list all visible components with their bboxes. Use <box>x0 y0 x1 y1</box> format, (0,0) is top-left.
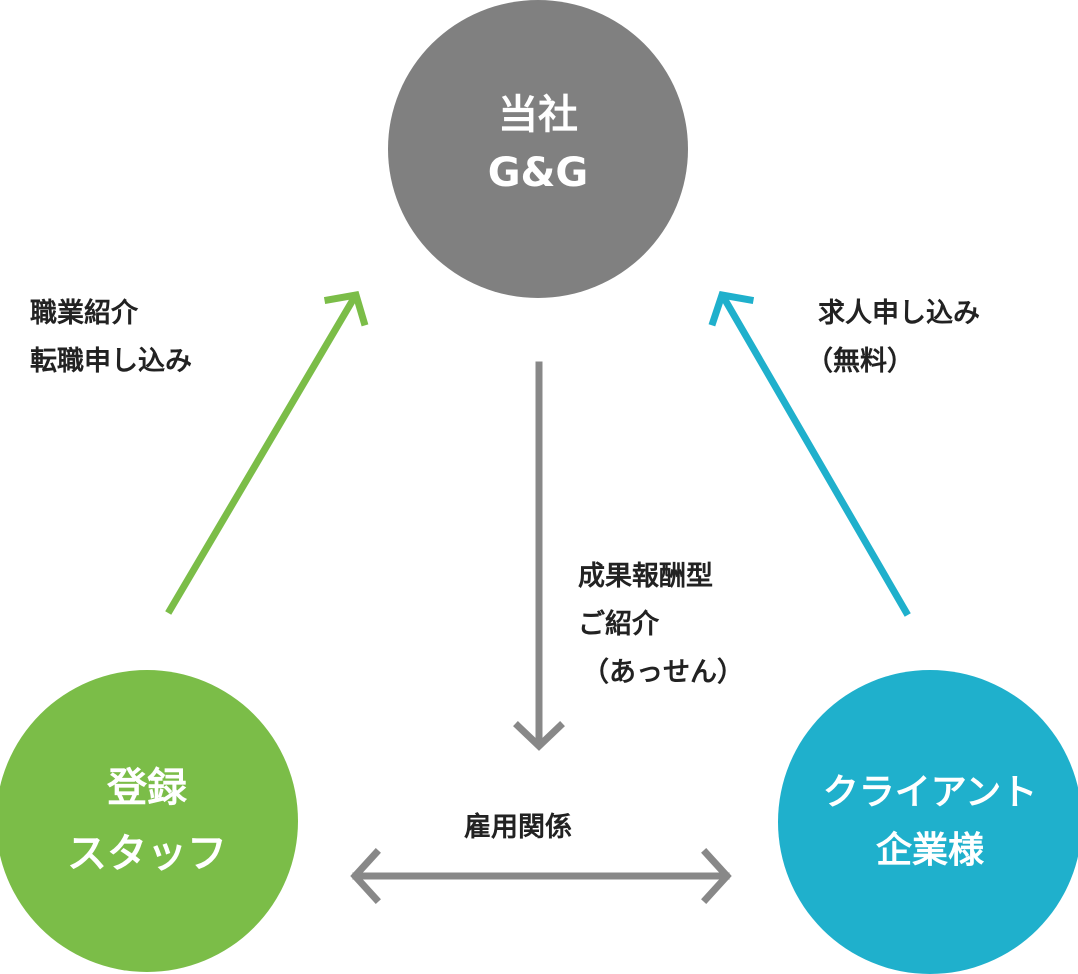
company-to-pair-label: 成果報酬型 ご紹介 （あっせん） <box>578 553 744 697</box>
employment-double-arrow-right-head <box>701 848 732 904</box>
client-to-company-arrow-shaft <box>719 293 911 617</box>
employment-double-arrow-left-head <box>350 848 381 904</box>
client-to-company-arrowhead <box>708 291 755 327</box>
employment-label: 雇用関係 <box>464 812 572 843</box>
staff-to-company-label: 職業紹介 転職申し込み <box>30 290 192 386</box>
client-node-line2: 企業様 <box>875 830 984 871</box>
company-node-line2: G&G <box>487 150 589 196</box>
staff-to-company-label-line1: 職業紹介 <box>30 298 138 329</box>
staff-to-company-arrow-shaft <box>165 293 359 615</box>
client-to-company-label-line2: （無料） <box>806 346 914 377</box>
company-to-pair-label-line1: 成果報酬型 <box>578 561 713 592</box>
client-to-company-label: 求人申し込み （無料） <box>790 290 980 386</box>
staff-to-company-arrow <box>165 291 369 615</box>
client-node-line1: クライアント <box>822 772 1038 813</box>
company-node-line1: 当社 <box>498 92 578 138</box>
staff-node-line2: スタッフ <box>67 831 227 877</box>
staff-node-line1: 登録 <box>107 765 187 811</box>
company-to-pair-label-line3: （あっせん） <box>582 657 744 688</box>
company-down-arrowhead <box>513 721 565 751</box>
company-down-arrow <box>513 361 565 751</box>
company-node: 当社 G&G <box>388 0 688 298</box>
staff-node: 登録 スタッフ <box>0 670 298 972</box>
client-node: クライアント 企業様 <box>778 670 1078 974</box>
client-to-company-label-line1: 求人申し込み <box>818 298 980 329</box>
client-to-company-arrow <box>708 291 911 617</box>
employment-double-arrow <box>350 848 732 904</box>
staff-to-company-arrowhead <box>323 291 369 327</box>
company-to-pair-label-line2: ご紹介 <box>578 609 659 640</box>
staff-to-company-label-line2: 転職申し込み <box>30 346 192 377</box>
